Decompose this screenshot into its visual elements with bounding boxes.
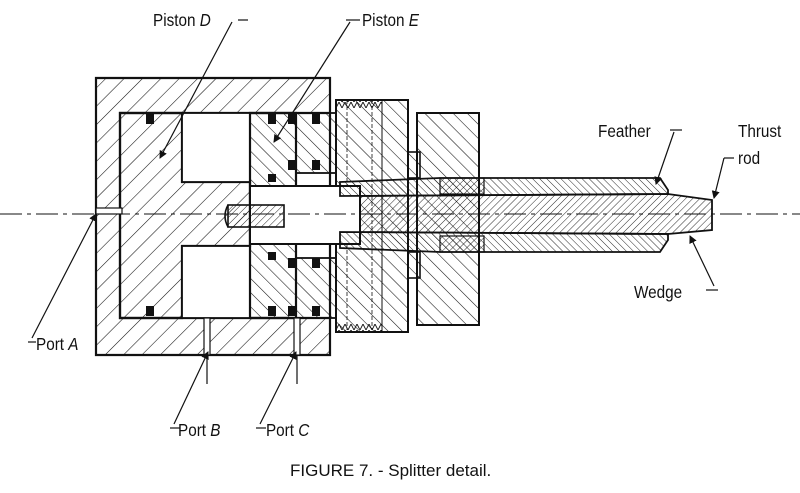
figure-caption: FIGURE 7. - Splitter detail. xyxy=(290,461,491,480)
label-thrust: Thrust xyxy=(738,121,782,141)
label-port-a-word: Port xyxy=(36,334,64,354)
label-rod: rod xyxy=(738,148,760,168)
piston-d xyxy=(118,111,252,320)
ports xyxy=(95,207,301,356)
label-port-c-word: Port xyxy=(266,420,294,440)
label-port-b-word: Port xyxy=(178,420,206,440)
label-port-a-letter: A xyxy=(67,334,78,354)
label-piston-e-word: Piston xyxy=(362,10,404,30)
label-port-a: Port A xyxy=(36,334,78,354)
label-piston-e-letter: E xyxy=(409,10,420,30)
label-port-c: Port C xyxy=(266,420,310,440)
wedge xyxy=(359,193,713,235)
label-port-b-letter: B xyxy=(210,420,220,440)
label-piston-d-letter: D xyxy=(200,10,211,30)
seals xyxy=(146,114,320,316)
labels: Piston D Piston E Feather Thrust rod Wed… xyxy=(36,10,782,480)
label-piston-d-word: Piston xyxy=(153,10,195,30)
label-wedge: Wedge xyxy=(634,282,682,302)
leaders xyxy=(28,19,734,429)
label-piston-e: Piston E xyxy=(362,10,420,30)
label-feather: Feather xyxy=(598,121,651,141)
label-piston-d: Piston D xyxy=(153,10,211,30)
label-port-c-letter: C xyxy=(298,420,310,440)
label-port-b: Port B xyxy=(178,420,220,440)
